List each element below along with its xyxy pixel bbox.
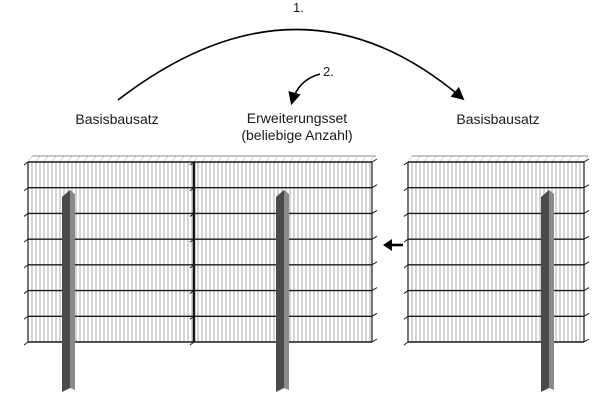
step-1-label: 1. [293,0,304,15]
extension-kit-title: Erweiterungsset [246,110,348,126]
right-basis-panel [403,155,590,346]
right-kit-label: Basisbausatz [456,111,540,127]
left-kit-label: Basisbausatz [75,111,159,127]
extension-kit-label: Erweiterungsset (beliebige Anzahl) [217,110,377,144]
step-2-label: 2. [323,64,334,79]
post-left [62,190,75,392]
post-middle [276,190,289,392]
extension-kit-subtitle: (beliebige Anzahl) [241,127,353,143]
left-basis-panel [23,155,198,346]
attach-left-arrow [383,239,403,251]
step-2-curved-arrow [288,73,321,106]
step-1-arc-arrow [117,28,465,101]
post-right [541,190,554,392]
